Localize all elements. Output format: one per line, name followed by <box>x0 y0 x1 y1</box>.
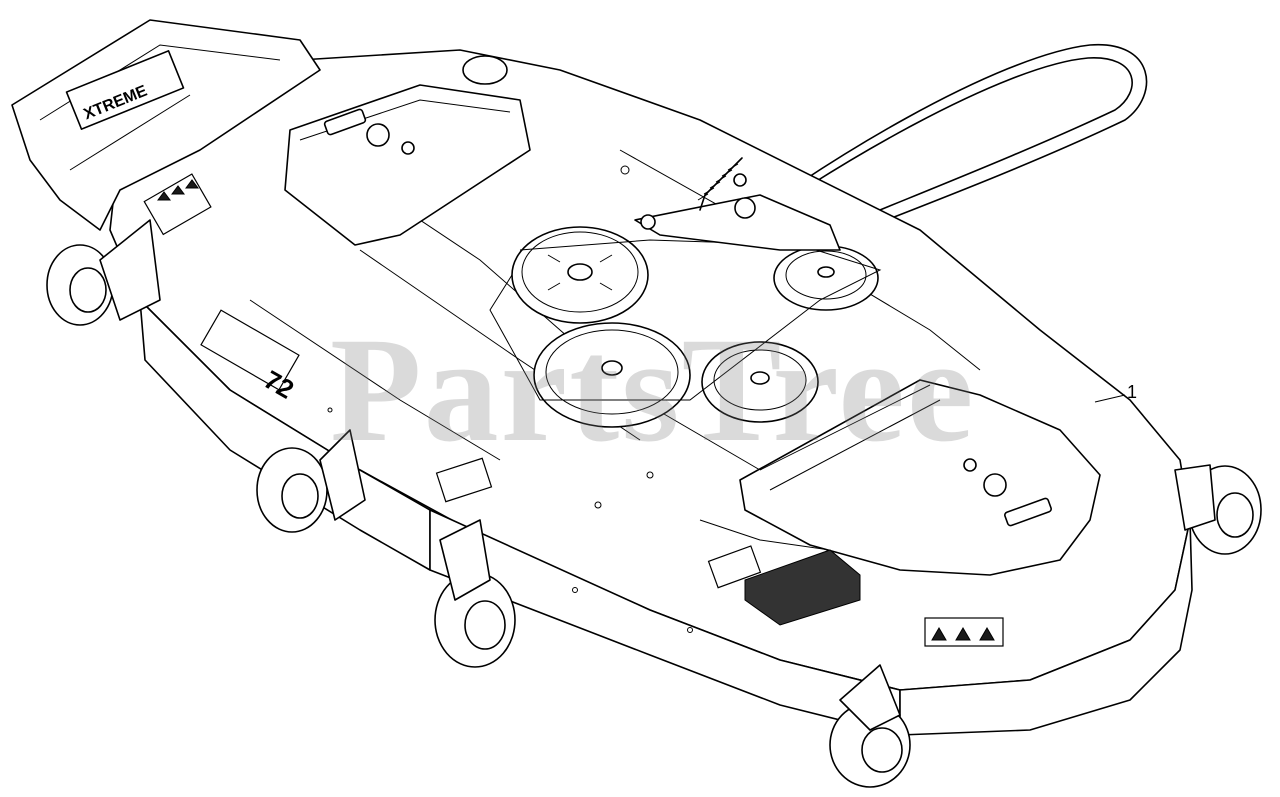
deck-holes <box>327 165 693 633</box>
warning-decal-icon <box>143 173 212 236</box>
pulley-icon <box>701 341 819 423</box>
wheel-icon <box>46 219 161 326</box>
pulley-icon <box>533 322 691 428</box>
pulley-icon <box>773 245 879 311</box>
warning-decal-icon <box>435 457 493 503</box>
discharge-chute: XTREME <box>11 19 321 231</box>
wheel-icon <box>256 429 366 533</box>
warning-decal-icon <box>707 545 762 589</box>
drive-belt <box>699 44 1148 263</box>
watermark: PartsTree <box>330 307 975 473</box>
pulley-icon <box>511 226 649 324</box>
wheel-icon <box>1174 464 1262 555</box>
callout-1: 1 <box>1094 382 1137 403</box>
wheel-icon <box>434 519 516 668</box>
wheel-icon <box>462 55 508 85</box>
warning-decal-icon <box>924 617 1004 647</box>
right-belt-cover <box>739 379 1101 576</box>
left-belt-cover <box>284 84 531 246</box>
spring-icon <box>697 157 747 211</box>
tread-plate <box>744 549 861 626</box>
belt-icon <box>489 239 882 401</box>
callout-label: 1 <box>1127 382 1137 402</box>
idler-arm <box>634 194 841 251</box>
wheel-icon <box>829 664 911 788</box>
